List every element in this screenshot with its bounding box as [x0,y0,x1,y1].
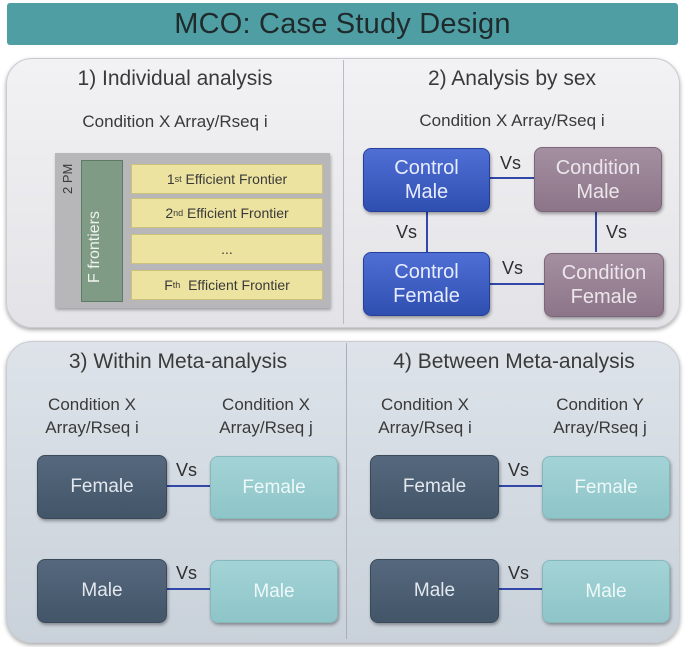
panel3-right-line2: Array/Rseq j [219,418,313,437]
frontier-row-f-text: Efficient Frontier [180,277,290,293]
p4-right-male-box: Male [542,560,670,623]
p4-left-male-box: Male [370,559,499,623]
p3-right-male-label: Male [253,580,295,602]
p2-bottom-connector [488,283,544,285]
frontier-row-2-ord: 2 [165,205,174,221]
p4-left-male-label: Male [413,580,456,601]
p3-right-female-label: Female [242,476,306,498]
p4-vs-female: Vs [508,460,530,480]
panel2-subtitle: Condition X Array/Rseq i [419,111,605,130]
p4-vs-male: Vs [508,563,530,583]
p3-right-female-box: Female [210,456,338,519]
frontier-row-f-ord: F [164,277,173,293]
frontier-row-ellipsis-text: ... [221,241,233,257]
panel1-heading: 1) Individual analysis [77,67,273,90]
frontier-row-1-text: Efficient Frontier [181,171,288,187]
p3-left-female-label: Female [70,476,134,497]
frontiers-label: F frontiers [86,210,103,283]
p3-vs-male: Vs [176,563,198,583]
p4-right-female-label: Female [574,476,638,498]
p4-left-female-label: Female [402,476,467,497]
frontier-row-2-sup: nd [173,208,184,218]
bottom-panel-divider [346,343,347,639]
control-male-label: Control Male [394,157,459,203]
condition-female-box: Condition Female [544,253,664,317]
pm-label: 2 PM [60,163,75,194]
p4-female-connector [497,485,542,487]
p2-right-connector [595,210,597,252]
p4-left-female-box: Female [370,455,499,519]
p3-left-male-box: Male [37,559,167,623]
panel4-left-line1: Condition X [381,395,469,414]
p3-vs-female: Vs [176,460,198,480]
condition-male-box: Condition Male [534,147,662,212]
frontier-row-1-ord: 1 [166,171,175,187]
condition-male-label: Condition Male [555,156,641,203]
p2-vs-top: Vs [500,153,522,173]
p4-male-connector [497,588,542,590]
panel3-heading: 3) Within Meta-analysis [68,350,288,373]
control-female-label: Control Female [393,261,460,307]
p2-top-connector [488,177,534,179]
control-female-box: Control Female [363,252,490,316]
panel3-right-line1: Condition X [222,395,310,414]
title-bar: MCO: Case Study Design [7,3,678,45]
frontiers-column [81,160,123,302]
panel4-right-line1: Condition Y [556,395,644,414]
condition-female-label: Condition Female [561,262,647,308]
p2-vs-left: Vs [396,222,418,242]
panel4-right-line2: Array/Rseq j [553,418,647,437]
page-title: MCO: Case Study Design [174,7,511,40]
top-panel-divider [343,60,344,324]
control-male-box: Control Male [363,148,490,212]
panel4-left-line2: Array/Rseq i [378,418,472,437]
p3-male-connector [165,588,210,590]
frontier-row-1-sup: st [174,174,182,184]
p4-right-female-box: Female [542,456,670,519]
p2-left-connector [426,210,428,252]
p2-vs-bottom: Vs [502,258,524,278]
p3-left-male-label: Male [81,580,123,601]
panel3-left-line1: Condition X [48,395,136,414]
panel4-heading: 4) Between Meta-analysis [393,350,635,373]
frontier-row-2-text: Efficient Frontier [183,205,289,221]
p3-left-female-box: Female [37,455,167,519]
panel3-left-line2: Array/Rseq i [45,418,139,437]
p3-right-male-box: Male [210,560,338,623]
frontier-row-ellipsis: ... [131,234,323,264]
panel2-heading: 2) Analysis by sex [427,67,597,90]
panel1-subtitle: Condition X Array/Rseq i [82,112,268,131]
p4-right-male-label: Male [585,580,627,602]
frontier-row-f-sup: th [172,280,181,290]
p2-vs-right: Vs [606,222,628,242]
p3-female-connector [165,485,210,487]
